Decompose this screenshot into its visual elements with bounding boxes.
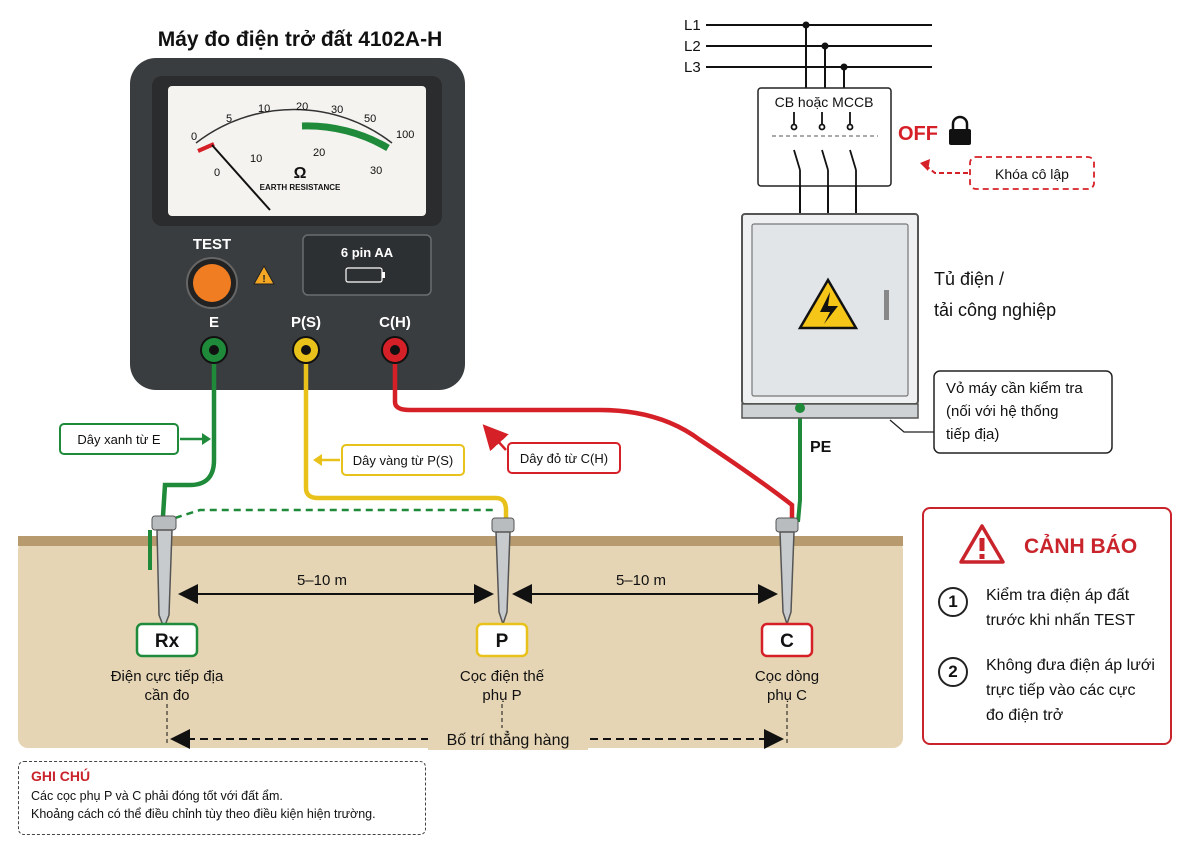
tag-p-text: P (496, 631, 509, 652)
warning-title: CẢNH BÁO (1024, 535, 1138, 558)
tag-c-text: C (780, 631, 794, 652)
alignment-label: Bố trí thẳng hàng (447, 730, 570, 749)
breaker-label: CB hoặc MCCB (775, 94, 874, 110)
red-wire-label: Dây đỏ từ C(H) (520, 451, 608, 466)
stake-c-line1: Cọc dòng (755, 668, 819, 685)
tag-p (475, 622, 529, 658)
yellow-wire-callout (341, 444, 465, 476)
phase-l2: L2 (684, 38, 701, 55)
green-wire (160, 364, 217, 517)
warning-number-2: 2 (938, 657, 968, 687)
stake-rx-line1: Điện cực tiếp địa (111, 668, 224, 685)
scale-top-5: 50 (364, 113, 376, 125)
note-line1: Các cọc phụ P và C phải đóng tốt với đất… (31, 789, 283, 803)
off-label: OFF (898, 123, 938, 145)
ground-surface (18, 536, 903, 546)
warning-item-2-line3: đo điện trở (986, 707, 1064, 724)
warning-item-2-line2: trực tiếp vào các cực (986, 682, 1136, 699)
scale-bottom-1: 10 (250, 153, 262, 165)
lock-icon (949, 115, 971, 145)
warning-item-1-line1: Kiểm tra điện áp đất (986, 587, 1130, 604)
test-button[interactable] (193, 264, 231, 302)
terminal-label-e: E (209, 314, 219, 331)
breaker-contacts (790, 112, 857, 186)
breaker (757, 87, 892, 187)
scale-bottom-0: 0 (214, 167, 220, 179)
warning-item-2-line1: Không đưa điện áp lưới (986, 657, 1155, 674)
housing-line2: (nối với hệ thống (946, 403, 1058, 420)
high-voltage-icon (797, 277, 859, 330)
test-label: TEST (193, 236, 231, 253)
tag-rx-text: Rx (155, 631, 180, 652)
needle (211, 144, 271, 211)
scale-top-4: 30 (331, 104, 343, 116)
lock-label: Khóa cô lập (995, 166, 1069, 182)
warning-item-2: Không đưa điện áp lưới trực tiếp vào các… (986, 653, 1164, 728)
red-wire (392, 364, 795, 522)
red-wire-callout (507, 442, 621, 474)
warning-item-1: Kiểm tra điện áp đất trước khi nhấn TEST (986, 583, 1164, 633)
meter-title: Máy đo điện trở đất 4102A-H (158, 28, 442, 51)
housing-line1: Vỏ máy cần kiểm tra (946, 380, 1083, 397)
pe-label: PE (810, 439, 832, 456)
note-title: GHI CHÚ (31, 768, 91, 784)
terminal-label-p: P(S) (291, 314, 321, 331)
ohm-symbol: Ω (294, 165, 307, 182)
warning-number-1: 1 (938, 587, 968, 617)
note-line2: Khoảng cách có thể điều chỉnh tùy theo đ… (31, 807, 376, 821)
warning-triangle-icon (959, 524, 1005, 564)
housing-line3: tiếp địa) (946, 426, 999, 443)
housing-callout (933, 370, 1113, 454)
green-zone-arc (301, 122, 390, 152)
stake-p (491, 517, 515, 627)
green-wire-callout (59, 423, 179, 455)
yellow-wire-label: Dây vàng từ P(S) (353, 453, 453, 468)
red-zone-mark (197, 142, 215, 153)
tag-c (760, 622, 814, 658)
battery-label: 6 pin AA (341, 245, 394, 260)
stake-p-line1: Cọc điện thế (460, 668, 545, 685)
scale-top-6: 100 (396, 129, 414, 141)
earth-tester: 0 5 10 20 30 50 100 0 10 20 30 Ω EARTH R… (130, 58, 465, 390)
distance-label-1: 5–10 m (297, 572, 347, 589)
stake-rx (148, 515, 177, 631)
warning-panel: CẢNH BÁO 1 Kiểm tra điện áp đất trước kh… (922, 507, 1172, 745)
distance-label-2: 5–10 m (616, 572, 666, 589)
caution-icon (253, 264, 275, 285)
dial-face (168, 86, 426, 216)
scale-top-0: 0 (191, 131, 197, 143)
yellow-arrow-icon (313, 454, 322, 466)
scale-top-3: 20 (296, 101, 308, 113)
svg-text:!: ! (262, 274, 265, 285)
yellow-wire (303, 364, 509, 524)
scale-bottom-2: 20 (313, 147, 325, 159)
stake-rx-line2: cần đo (144, 687, 189, 704)
tag-rx (135, 622, 199, 658)
scale-top-2: 10 (258, 103, 270, 115)
green-arrow-icon (202, 433, 211, 445)
pe-wire (796, 408, 802, 523)
green-wire-label: Dây xanh từ E (77, 432, 160, 447)
note-box: GHI CHÚ Các cọc phụ P và C phải đóng tốt… (18, 761, 426, 835)
battery-compartment (302, 234, 432, 296)
stake-c (775, 517, 799, 627)
stake-c-line2: phụ C (767, 687, 807, 704)
lock-callout (969, 156, 1095, 190)
terminal-label-c: C(H) (379, 314, 411, 331)
phase-l1: L1 (684, 17, 701, 34)
dial-label: EARTH RESISTANCE (260, 183, 341, 192)
scale-top-1: 5 (226, 113, 232, 125)
phase-l3: L3 (684, 59, 701, 76)
green-bond-dashed (174, 508, 495, 520)
lock-arrow-icon (920, 159, 930, 171)
warning-item-1-line2: trước khi nhấn TEST (986, 612, 1135, 629)
cabinet-label-1: Tủ điện / (934, 269, 1004, 289)
scale-bottom-3: 30 (370, 165, 382, 177)
cabinet-label-2: tải công nghiệp (934, 300, 1056, 320)
stake-p-line2: phụ P (482, 687, 521, 704)
